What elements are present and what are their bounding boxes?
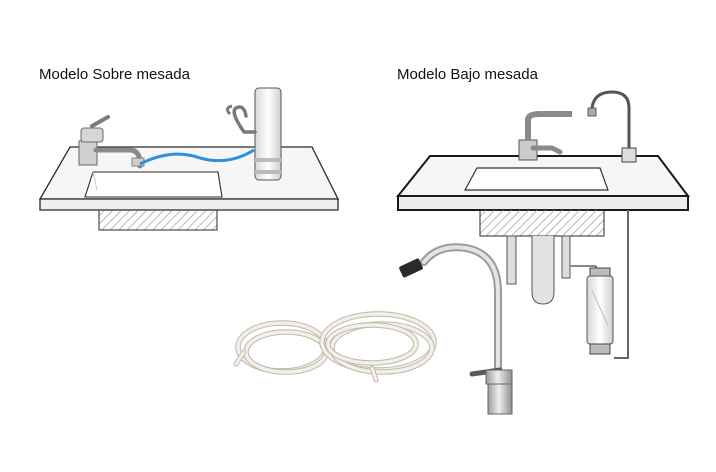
blue-hose-icon: [139, 148, 255, 166]
sink-over-counter-icon: [38, 87, 340, 231]
under-counter-model-label: Modelo Bajo mesada: [397, 66, 538, 83]
standard-faucet-icon: [78, 115, 145, 169]
countertop-filter-icon: [225, 87, 282, 181]
undersink-filter-icon: [586, 267, 614, 355]
standard-faucet-icon: [518, 111, 572, 161]
over-counter-model-label: Modelo Sobre mesada: [39, 66, 190, 83]
sink-under-counter-icon: [395, 90, 690, 359]
filter-faucet-icon: [587, 90, 637, 163]
coiled-tubing-icon: [233, 311, 437, 383]
faucet-with-tube-icon: [399, 243, 513, 415]
